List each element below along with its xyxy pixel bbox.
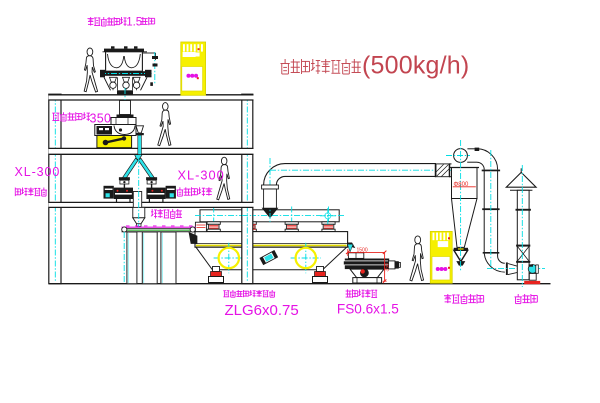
svg-text:XL-300: XL-300 bbox=[178, 168, 225, 183]
svg-text:Φ800: Φ800 bbox=[454, 182, 469, 188]
svg-text:(500kg/h): (500kg/h) bbox=[362, 52, 469, 80]
svg-text:350: 350 bbox=[385, 263, 391, 272]
svg-text:XL-300: XL-300 bbox=[15, 165, 61, 179]
svg-text:FS0.6x1.5: FS0.6x1.5 bbox=[337, 302, 399, 317]
svg-text:1500: 1500 bbox=[357, 247, 368, 253]
svg-text:1.5: 1.5 bbox=[126, 17, 142, 29]
svg-text:350: 350 bbox=[90, 112, 112, 126]
svg-text:ZLG6x0.75: ZLG6x0.75 bbox=[225, 302, 299, 319]
